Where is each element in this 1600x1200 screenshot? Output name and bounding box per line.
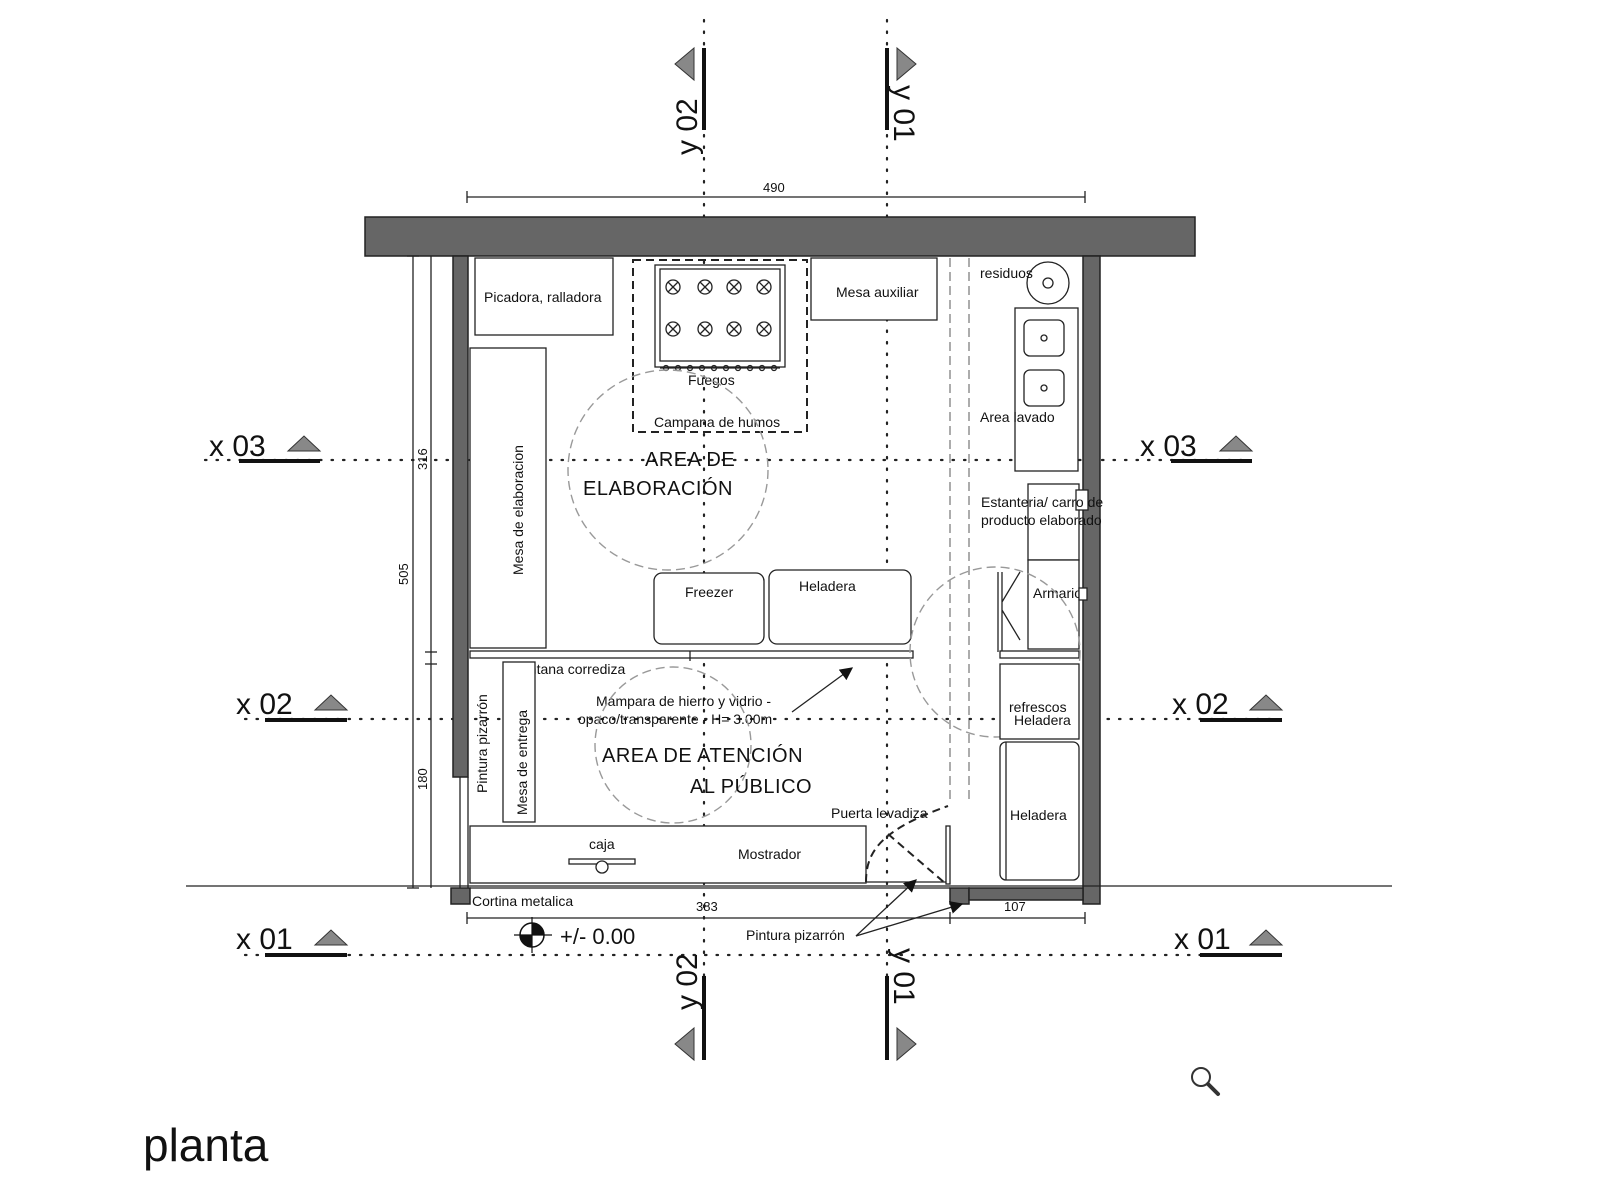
pintura-leader-1	[855, 879, 917, 937]
pintura-leader-2	[855, 901, 964, 937]
zone-elaboracion-2: ELABORACIÓN	[583, 477, 733, 500]
svg-text:x 01: x 01	[236, 923, 293, 956]
fuegos-label: Fuegos	[688, 372, 735, 388]
section-marker-x03-right: x 03	[1140, 430, 1254, 463]
burners	[665, 279, 772, 337]
puerta-levadiza-swing	[865, 805, 949, 883]
dim-left-upper: 316	[415, 448, 430, 470]
heladera-3	[999, 741, 1080, 881]
mesa-de-elaboracion	[469, 347, 547, 649]
cortina-label: Cortina metalica	[472, 893, 573, 909]
section-marker-x01-left: x 01	[236, 923, 349, 957]
right-wall	[1082, 255, 1101, 905]
dim-bottom: 383	[696, 899, 718, 914]
dim-top: 490	[763, 180, 785, 195]
view-title: planta	[143, 1119, 269, 1171]
mampara-leader	[791, 667, 854, 713]
estanteria-label-1: Estanteria/ carro de	[981, 494, 1103, 510]
heladera-2-label: Heladera	[1014, 712, 1071, 728]
mesa-de-entrega	[502, 661, 536, 823]
section-marker-x02-right: x 02	[1172, 688, 1284, 722]
stove	[654, 264, 786, 368]
heladera-1	[768, 569, 912, 645]
campana-label: Campana de humos	[654, 414, 780, 430]
ventana-label: ventana corrediza	[514, 661, 626, 677]
left-wall	[452, 255, 469, 778]
door-jamb	[949, 887, 970, 905]
estanteria	[1027, 483, 1080, 561]
atencion-circle	[594, 666, 752, 824]
level-text: +/- 0.00	[560, 924, 635, 949]
pintura-vertical-label: Pintura pizarrón	[474, 694, 490, 793]
section-marker-y02-top: y 02	[671, 46, 706, 155]
mesa-auxiliar	[810, 257, 938, 321]
armario	[1027, 559, 1080, 650]
door-swing-right	[909, 566, 1081, 738]
dim-bottom-right: 107	[1004, 899, 1026, 914]
svg-text:x 02: x 02	[1172, 688, 1229, 721]
dim-left-lower: 180	[415, 768, 430, 790]
elaboracion-circle	[567, 369, 769, 571]
section-marker-x03-left: x 03	[209, 430, 322, 463]
zone-atencion-2: AL PÚBLICO	[690, 775, 812, 798]
svg-text:y 02: y 02	[671, 953, 704, 1010]
svg-text:y 01: y 01	[887, 85, 920, 142]
zone-elaboracion-1: AREA DE	[645, 449, 735, 471]
dim-left-total: 505	[396, 563, 411, 585]
heladera-1-label: Heladera	[799, 578, 856, 594]
stove-knobs	[662, 364, 778, 372]
mostrador	[469, 825, 867, 884]
section-axis-lines	[203, 18, 1277, 1062]
svg-text:x 03: x 03	[209, 430, 266, 463]
section-marker-y01-bottom: y 01	[885, 948, 920, 1062]
armario-label: Armario	[1033, 585, 1082, 601]
left-bottom-stub	[450, 887, 471, 905]
section-marker-y02-bottom: y 02	[671, 953, 706, 1062]
residuos-label: residuos	[980, 265, 1033, 281]
pintura-bottom-label: Pintura pizarrón	[746, 927, 845, 943]
mampara-vidrio	[469, 650, 914, 659]
mostrador-label: Mostrador	[738, 846, 801, 862]
svg-text:x 01: x 01	[1174, 923, 1231, 956]
mampara-label-2: opaco/transparente - H= 3.00m	[578, 711, 772, 727]
section-marker-x02-left: x 02	[236, 688, 349, 722]
picadora-table	[474, 257, 614, 336]
area-lavado-label: Area lavado	[980, 409, 1055, 425]
freezer	[653, 572, 765, 645]
svg-text:y 01: y 01	[887, 948, 920, 1005]
heladera-3-label: Heladera	[1010, 807, 1067, 823]
svg-text:x 03: x 03	[1140, 430, 1197, 463]
puerta-label: Puerta levadiza	[831, 805, 928, 821]
top-wall	[364, 216, 1196, 257]
heladera-refrescos	[999, 663, 1080, 740]
residuos-bin	[1026, 261, 1070, 305]
estanteria-label-2: producto elaborado	[981, 512, 1102, 528]
magnifier-icon[interactable]	[1188, 1064, 1222, 1098]
svg-text:y 02: y 02	[671, 98, 704, 155]
freezer-label: Freezer	[685, 584, 734, 600]
level-marker	[514, 917, 552, 953]
mesa-entrega-label: Mesa de entrega	[514, 710, 530, 815]
right-bottom-stub	[968, 887, 1084, 901]
mesa-elaboracion-label: Mesa de elaboracion	[510, 445, 526, 575]
caja-label: caja	[589, 836, 615, 852]
mampara-label-1: Mampara de hierro y vidrio -	[596, 693, 771, 709]
mesa-auxiliar-label: Mesa auxiliar	[836, 284, 919, 300]
dimensions: 490 383 107 505 316 180	[396, 180, 1086, 924]
section-marker-y01-top: y 01	[885, 46, 920, 142]
section-marker-x01-right: x 01	[1174, 923, 1284, 957]
zone-atencion-1: AREA DE ATENCIÓN	[602, 744, 803, 767]
campana-de-humos	[632, 259, 808, 433]
picadora-label: Picadora, ralladora	[484, 289, 602, 305]
svg-text:x 02: x 02	[236, 688, 293, 721]
refrescos-label: refrescos	[1009, 699, 1067, 715]
